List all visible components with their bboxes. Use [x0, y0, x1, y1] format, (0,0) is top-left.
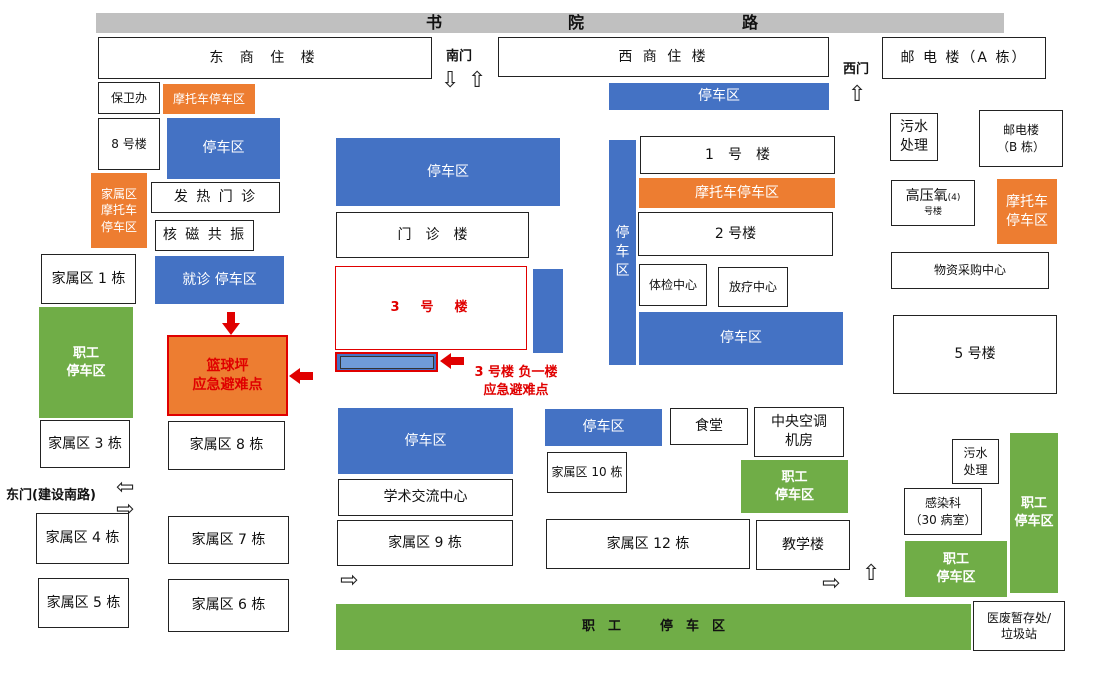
red-left-arrow-icon	[289, 368, 313, 384]
road-char-1: 书	[426, 13, 443, 32]
infectious-disease-dept: 感染科 （30 病室）	[904, 488, 982, 535]
parking-center-low: 停车区	[338, 408, 513, 474]
west-gate-label: 西门	[843, 62, 870, 77]
up-arrow-icon: ⇧	[862, 561, 881, 586]
up-arrow-icon: ⇧	[468, 68, 487, 93]
parking-top-right: 停车区	[609, 83, 829, 110]
central-ac-room: 中央空调 机房	[754, 407, 844, 457]
medical-waste-storage: 医废暂存处/ 垃圾站	[973, 601, 1065, 651]
building-3-basement-refuge-label: 3 号楼 负一楼 应急避难点	[474, 365, 558, 398]
family-building-12: 家属区 12 栋	[546, 519, 750, 569]
building-2: 2 号楼	[638, 212, 833, 256]
building-1: 1 号 楼	[640, 136, 835, 174]
staff-parking-mid: 职工 停车区	[741, 460, 848, 513]
family-building-8: 家属区 8 栋	[168, 421, 285, 470]
right-arrow-icon: ⇨	[340, 568, 359, 593]
radiotherapy-center: 放疗中心	[718, 267, 788, 307]
left-right-arrow-icon: ⇦⇨	[116, 475, 135, 522]
east-gate-label: 东门(建设南路)	[6, 488, 96, 503]
hyperbaric-oxygen: 高压氧(4) 号楼	[891, 180, 975, 226]
family-building-3: 家属区 3 栋	[40, 420, 130, 468]
family-building-6: 家属区 6 栋	[168, 579, 289, 632]
basketball-label: 篮球坪 应急避难点	[192, 357, 263, 393]
red-down-arrow-icon	[222, 312, 240, 335]
parking-center-top: 停车区	[336, 138, 560, 206]
family-building-5: 家属区 5 栋	[38, 578, 129, 628]
security-office: 保卫办	[98, 82, 160, 114]
academic-exchange-center: 学术交流中心	[338, 479, 513, 516]
teaching-building: 教学楼	[756, 520, 850, 570]
moto-parking-1: 摩托车停车区	[163, 84, 255, 114]
parking-right-low: 停车区	[545, 409, 662, 446]
staff-parking-bottom: 职 工 停 车 区	[336, 604, 971, 650]
basketball-court-refuge: 篮球坪 应急避难点	[167, 335, 288, 416]
youdian-a-building: 邮 电 楼（A 栋）	[882, 37, 1046, 79]
sewage-treatment-1: 污水 处理	[890, 113, 938, 161]
family-building-7: 家属区 7 栋	[168, 516, 289, 564]
building-3-basement	[335, 352, 438, 372]
staff-parking-left: 职工 停车区	[39, 307, 133, 418]
canteen: 食堂	[670, 408, 748, 445]
parking-strip-3	[533, 269, 563, 353]
hyperbaric-label: 高压氧	[905, 188, 948, 205]
family-moto-parking: 家属区 摩托车 停车区	[91, 173, 147, 248]
hyperbaric-note: (4)	[947, 193, 961, 204]
road-char-2: 院	[568, 13, 585, 32]
dongshang-building: 东 商 住 楼	[98, 37, 432, 79]
building-3: 3 号 楼	[335, 266, 527, 350]
parking-left-1: 停车区	[167, 118, 280, 179]
family-building-1: 家属区 1 栋	[41, 254, 136, 304]
south-gate-label: 南门	[446, 49, 473, 64]
road-char-3: 路	[742, 13, 759, 32]
hyperbaric-sub: 号楼	[923, 207, 942, 218]
right-arrow-icon: ⇨	[822, 571, 841, 596]
fever-clinic: 发 热 门 诊	[151, 182, 280, 213]
down-arrow-icon: ⇩	[441, 68, 460, 93]
parking-vertical: 停 车 区	[609, 140, 636, 365]
sewage-treatment-2: 污水 处理	[952, 439, 999, 484]
staff-parking-right-tall: 职工 停车区	[1010, 433, 1058, 593]
physical-exam-center: 体检中心	[639, 264, 707, 306]
staff-parking-right-small: 职工 停车区	[905, 541, 1007, 597]
building-8: 8 号楼	[98, 118, 160, 170]
building-5: 5 号楼	[893, 315, 1057, 394]
shuyuan-road: 书 院 路	[96, 13, 1004, 33]
youdian-b-building: 邮电楼 （B 栋）	[979, 110, 1063, 167]
family-building-9: 家属区 9 栋	[337, 520, 513, 566]
parking-right-mid: 停车区	[639, 312, 843, 365]
red-left-arrow-icon	[440, 353, 464, 369]
visitor-parking: 就诊 停车区	[155, 256, 284, 304]
xishang-building: 西 商 住 楼	[498, 37, 829, 77]
moto-parking-2: 摩托车停车区	[639, 178, 835, 208]
mri: 核 磁 共 振	[155, 220, 254, 251]
family-building-4: 家属区 4 栋	[36, 513, 129, 564]
procurement-center: 物资采购中心	[891, 252, 1049, 289]
moto-parking-3: 摩托车 停车区	[997, 179, 1057, 244]
family-building-10: 家属区 10 栋	[547, 452, 627, 493]
outpatient-building: 门 诊 楼	[336, 212, 529, 258]
up-arrow-icon: ⇧	[848, 82, 867, 107]
